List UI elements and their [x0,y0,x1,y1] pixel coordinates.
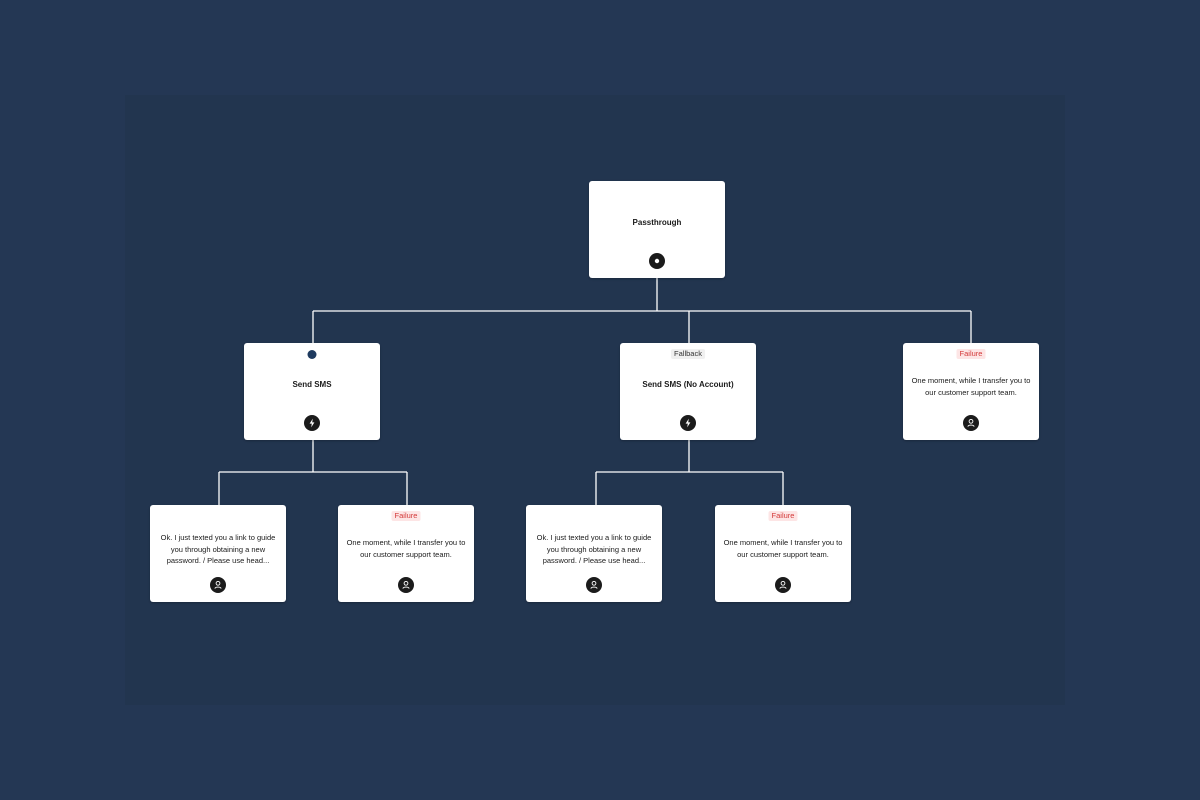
dot-icon [649,253,665,269]
node-title: Passthrough [632,218,682,227]
node-sms-reply-2[interactable]: Ok. I just texted you a link to guide yo… [526,505,662,602]
connection-port-dot[interactable] [307,350,317,359]
failure-tag: Failure [956,349,986,359]
fallback-tag: Fallback [671,349,705,359]
node-sms-reply-1[interactable]: Ok. I just texted you a link to guide yo… [150,505,286,602]
node-message: Ok. I just texted you a link to guide yo… [160,533,276,565]
user-icon [586,577,602,593]
user-icon [775,577,791,593]
node-send-sms[interactable]: Send SMS [244,343,380,440]
node-sms-failure-1[interactable]: Failure One moment, while I transfer you… [338,505,474,602]
node-title: Send SMS (No Account) [642,380,734,389]
lightning-icon [304,415,320,431]
node-message: One moment, while I transfer you to our … [723,538,843,559]
failure-tag: Failure [391,511,421,521]
node-passthrough[interactable]: Passthrough [589,181,725,278]
user-icon [210,577,226,593]
node-title: Send SMS [292,380,332,389]
node-sms-failure-2[interactable]: Failure One moment, while I transfer you… [715,505,851,602]
node-message: One moment, while I transfer you to our … [346,538,466,559]
node-send-sms-no-account[interactable]: Fallback Send SMS (No Account) [620,343,756,440]
user-icon [963,415,979,431]
failure-tag: Failure [768,511,798,521]
lightning-icon [680,415,696,431]
node-message: One moment, while I transfer you to our … [911,376,1031,397]
node-message: Ok. I just texted you a link to guide yo… [536,533,652,565]
user-icon [398,577,414,593]
node-failure-top[interactable]: Failure One moment, while I transfer you… [903,343,1039,440]
